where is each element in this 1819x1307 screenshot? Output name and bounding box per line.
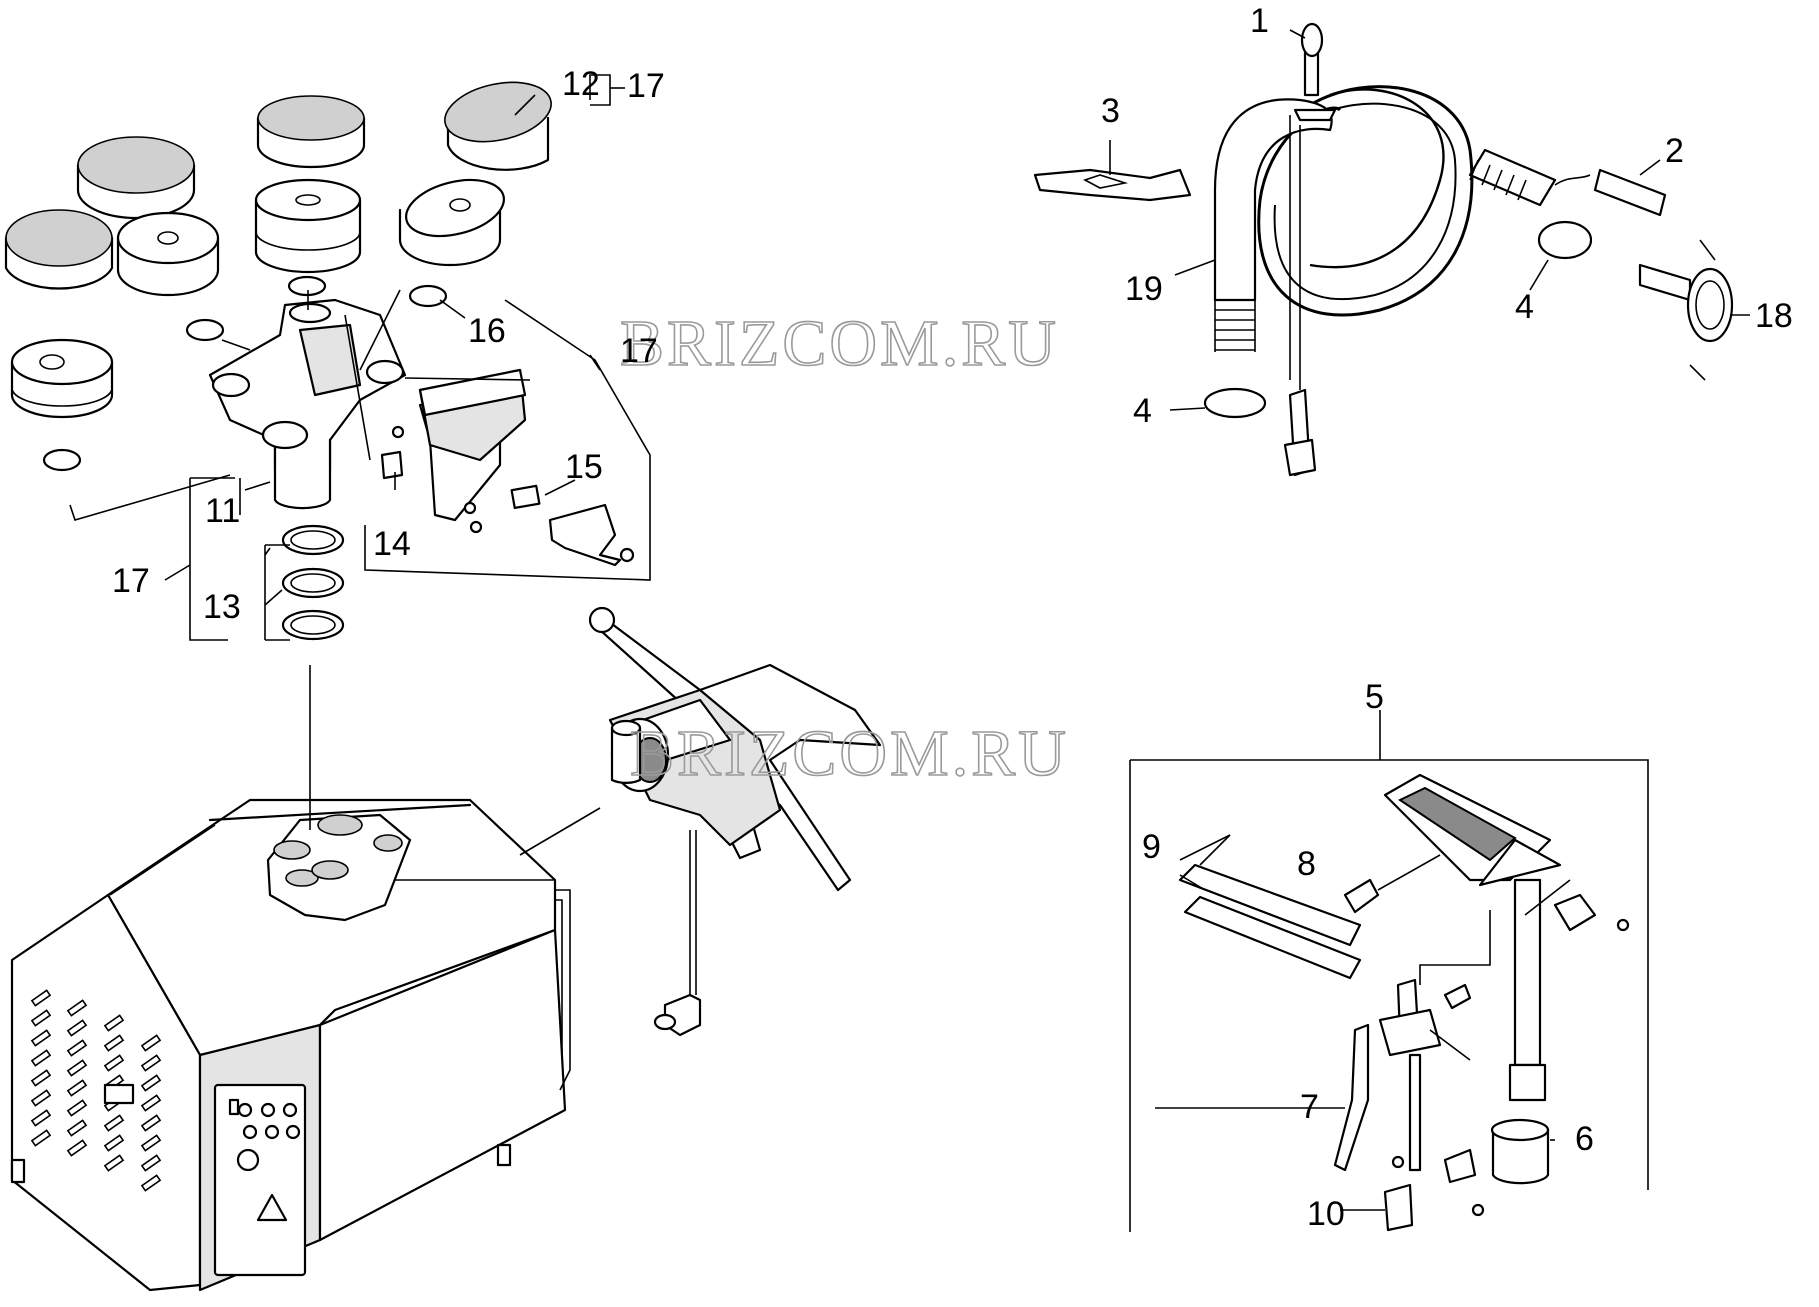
filter-cartridge-g	[398, 178, 506, 267]
callout-2: 2	[1665, 132, 1684, 170]
cover-plate-15	[548, 503, 635, 567]
filter-cartridge-b	[256, 95, 366, 169]
filter-cartridge-f	[254, 178, 362, 274]
callout-14: 14	[373, 525, 411, 563]
filter-cartridge-a	[76, 136, 196, 220]
filter-cartridge-d	[4, 209, 114, 290]
filter-manifold-11	[208, 298, 407, 510]
filter-cartridge-e	[116, 211, 220, 297]
control-panel	[213, 1083, 307, 1277]
watermark-center: BRIZCOM.RU	[630, 717, 1069, 790]
leaders-right	[1109, 29, 1750, 1211]
callout-17-top: 17	[627, 67, 665, 105]
callout-18: 18	[1755, 297, 1793, 335]
callout-19: 19	[1125, 270, 1163, 308]
hose-corrugation-left	[1214, 299, 1256, 352]
hose-clamp-4b	[1203, 387, 1267, 419]
callout-13: 13	[203, 588, 241, 626]
callout-5: 5	[1365, 678, 1384, 716]
installed-filter-pod	[266, 813, 412, 922]
hose-clamp-4a	[1537, 220, 1593, 260]
o-ring	[287, 275, 327, 297]
callout-8: 8	[1297, 845, 1316, 883]
hose-assembly-19	[1033, 22, 1667, 477]
callout-4-upper: 4	[1515, 288, 1534, 326]
seal-ring-13	[281, 524, 345, 641]
mounting-bracket-14	[380, 368, 541, 534]
callout-1: 1	[1250, 2, 1269, 40]
callout-15: 15	[565, 448, 603, 486]
coupling-18	[1638, 239, 1734, 381]
filter-cartridge-h	[10, 338, 114, 419]
callout-10: 10	[1307, 1195, 1345, 1233]
vent-slots-front	[30, 989, 162, 1192]
nozzle-kit-5	[1129, 710, 1649, 1232]
o-ring-16	[408, 284, 448, 308]
callout-7: 7	[1300, 1088, 1319, 1126]
main-unit-housing	[10, 665, 601, 1292]
callout-11: 11	[205, 492, 240, 530]
callout-4-lower: 4	[1133, 392, 1152, 430]
o-ring	[185, 318, 225, 342]
callout-6: 6	[1575, 1120, 1594, 1158]
callout-3: 3	[1101, 92, 1120, 130]
callout-9: 9	[1142, 828, 1161, 866]
filter-cartridge-group	[4, 81, 552, 472]
callout-17-left: 17	[112, 562, 150, 600]
callout-labels: 1 2 3 4 4 5 6 7 8 9 10 11 12 13 14 15 16…	[112, 2, 1793, 1233]
watermark-top: BRIZCOM.RU	[620, 307, 1059, 380]
motor-bracket-assembly	[588, 606, 882, 1037]
callout-16: 16	[468, 312, 506, 350]
callout-17-middle: 17	[620, 332, 658, 370]
o-ring	[42, 448, 82, 472]
hose-corrugation-right	[1468, 148, 1557, 207]
filter-cartridge-12	[444, 81, 552, 171]
callout-12: 12	[562, 65, 600, 103]
leaders-top-left	[69, 74, 651, 641]
